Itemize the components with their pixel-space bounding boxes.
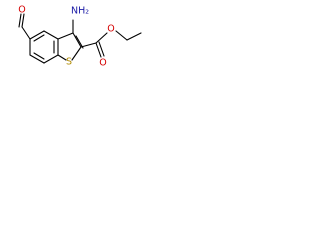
formyl-group: O <box>18 5 31 40</box>
bond-c7-c6 <box>29 54 45 64</box>
ester-group: O O <box>80 24 142 69</box>
bond-c3a-c3 <box>57 32 74 40</box>
double-bond-carbonyl <box>98 41 105 57</box>
amine-group: NH₂ <box>71 6 89 34</box>
aldehyde-oxygen-label: O <box>18 5 25 16</box>
bond-ch2-to-ch3 <box>126 32 142 41</box>
carbonyl-oxygen-label: O <box>99 58 106 69</box>
bond-ester-o-to-ch2 <box>115 30 128 41</box>
double-bond-inner-3 <box>33 52 45 60</box>
bond-s-c7a <box>57 54 67 61</box>
bond-cho-c-to-o <box>21 13 25 28</box>
bond-c5-c3a <box>43 30 59 40</box>
thiophene-ring <box>57 32 84 61</box>
bond-c3-c2 <box>72 32 82 48</box>
bond-c7a-c7 <box>43 54 59 64</box>
bond-ring-to-cho <box>21 26 31 40</box>
molecule-structure: O NH₂ S O O <box>18 5 142 69</box>
bond-c2-to-ester-c <box>80 42 97 48</box>
bond-ester-c-to-carbonyl-o <box>95 42 102 58</box>
double-bond-c3-c2 <box>75 35 84 49</box>
benzene-ring <box>29 30 59 64</box>
amine-label: NH₂ <box>71 6 89 17</box>
sulfur-label: S <box>66 57 72 68</box>
bond-c4-c5 <box>29 30 45 40</box>
bond-ester-c-to-ester-o <box>95 32 108 44</box>
ester-oxygen-label: O <box>107 24 114 35</box>
double-bond-cho <box>18 13 22 28</box>
double-bond-inner-1 <box>33 34 45 42</box>
bond-c2-s <box>71 46 82 61</box>
